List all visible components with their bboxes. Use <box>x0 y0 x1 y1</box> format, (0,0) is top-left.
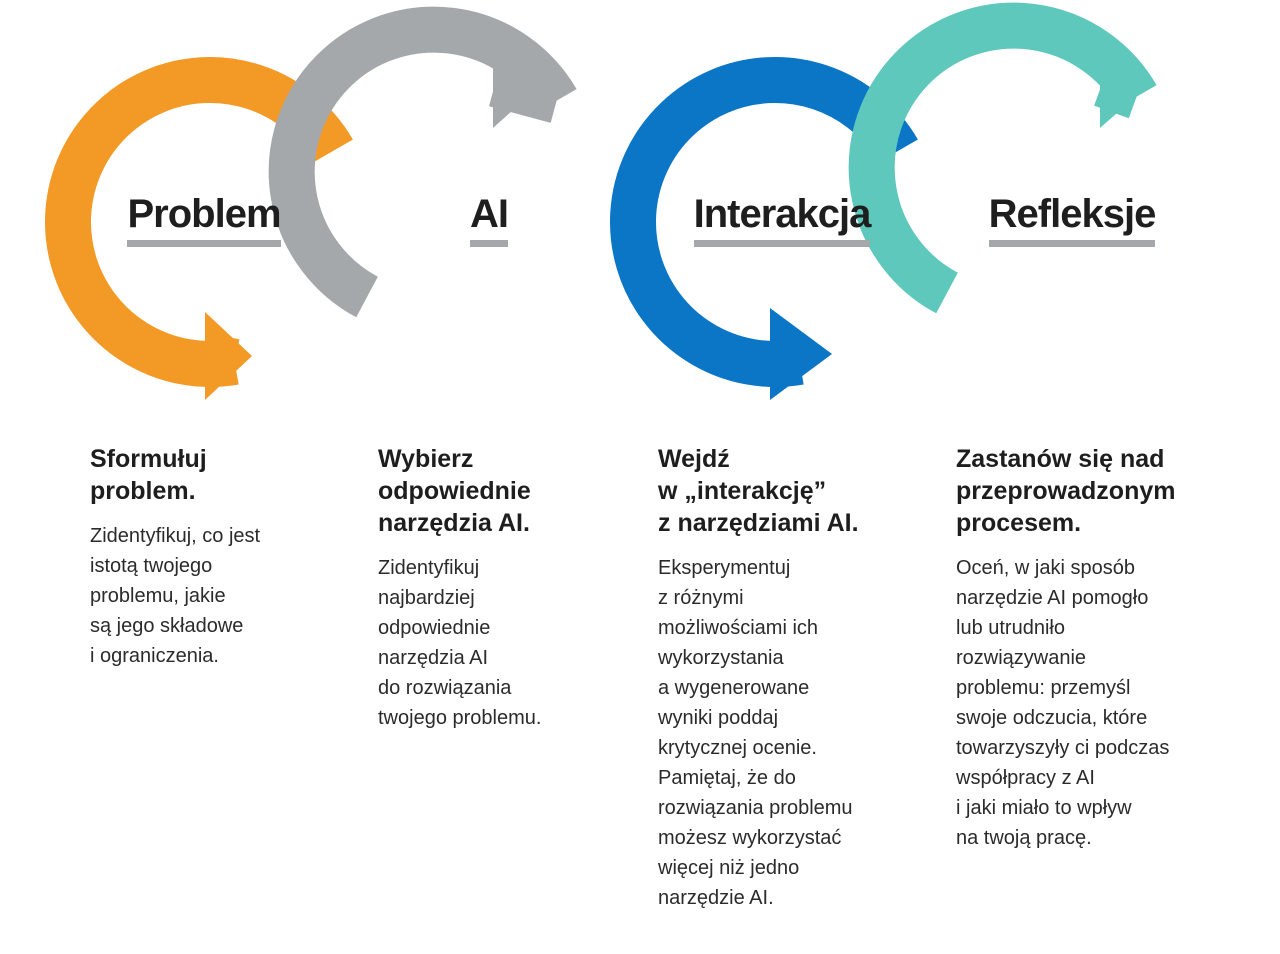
step-description: Zidentyfikuj najbardziej odpowiednie nar… <box>378 557 542 729</box>
step-description: Zidentyfikuj, co jest istotą twojego pro… <box>90 525 261 667</box>
step-heading: Sformułuj problem. <box>90 445 207 505</box>
problem-cycle-arrow-icon <box>45 57 353 400</box>
step-label-refleksje: Refleksje <box>942 192 1202 247</box>
cycle-diagram <box>45 2 1157 400</box>
step-column-interakcja: Wejdź w „interakcję” z narzędziami AI. E… <box>658 443 958 913</box>
step-label-interakcja: Interakcja <box>652 192 912 247</box>
step-column-problem: Sformułuj problem. Zidentyfikuj, co jest… <box>90 443 390 671</box>
step-column-ai: Wybierz odpowiednie narzędzia AI. Zident… <box>378 443 678 733</box>
reflection-cycle-arrow-icon <box>848 2 1157 314</box>
step-label-ai: AI <box>359 192 619 247</box>
ai-cycle-arrow-icon <box>268 6 577 318</box>
step-description: Oceń, w jaki sposób narzędzie AI pomogło… <box>956 557 1170 849</box>
step-heading: Wejdź w „interakcję” z narzędziami AI. <box>658 445 859 537</box>
interaction-cycle-arrow-icon <box>610 57 918 400</box>
step-heading: Zastanów się nad przeprowadzonym procese… <box>956 445 1176 537</box>
step-label-problem: Problem <box>74 192 334 247</box>
step-column-refleksje: Zastanów się nad przeprowadzonym procese… <box>956 443 1256 853</box>
step-description: Eksperymentuj z różnymi możliwościami ic… <box>658 557 853 909</box>
step-heading: Wybierz odpowiednie narzędzia AI. <box>378 445 531 537</box>
